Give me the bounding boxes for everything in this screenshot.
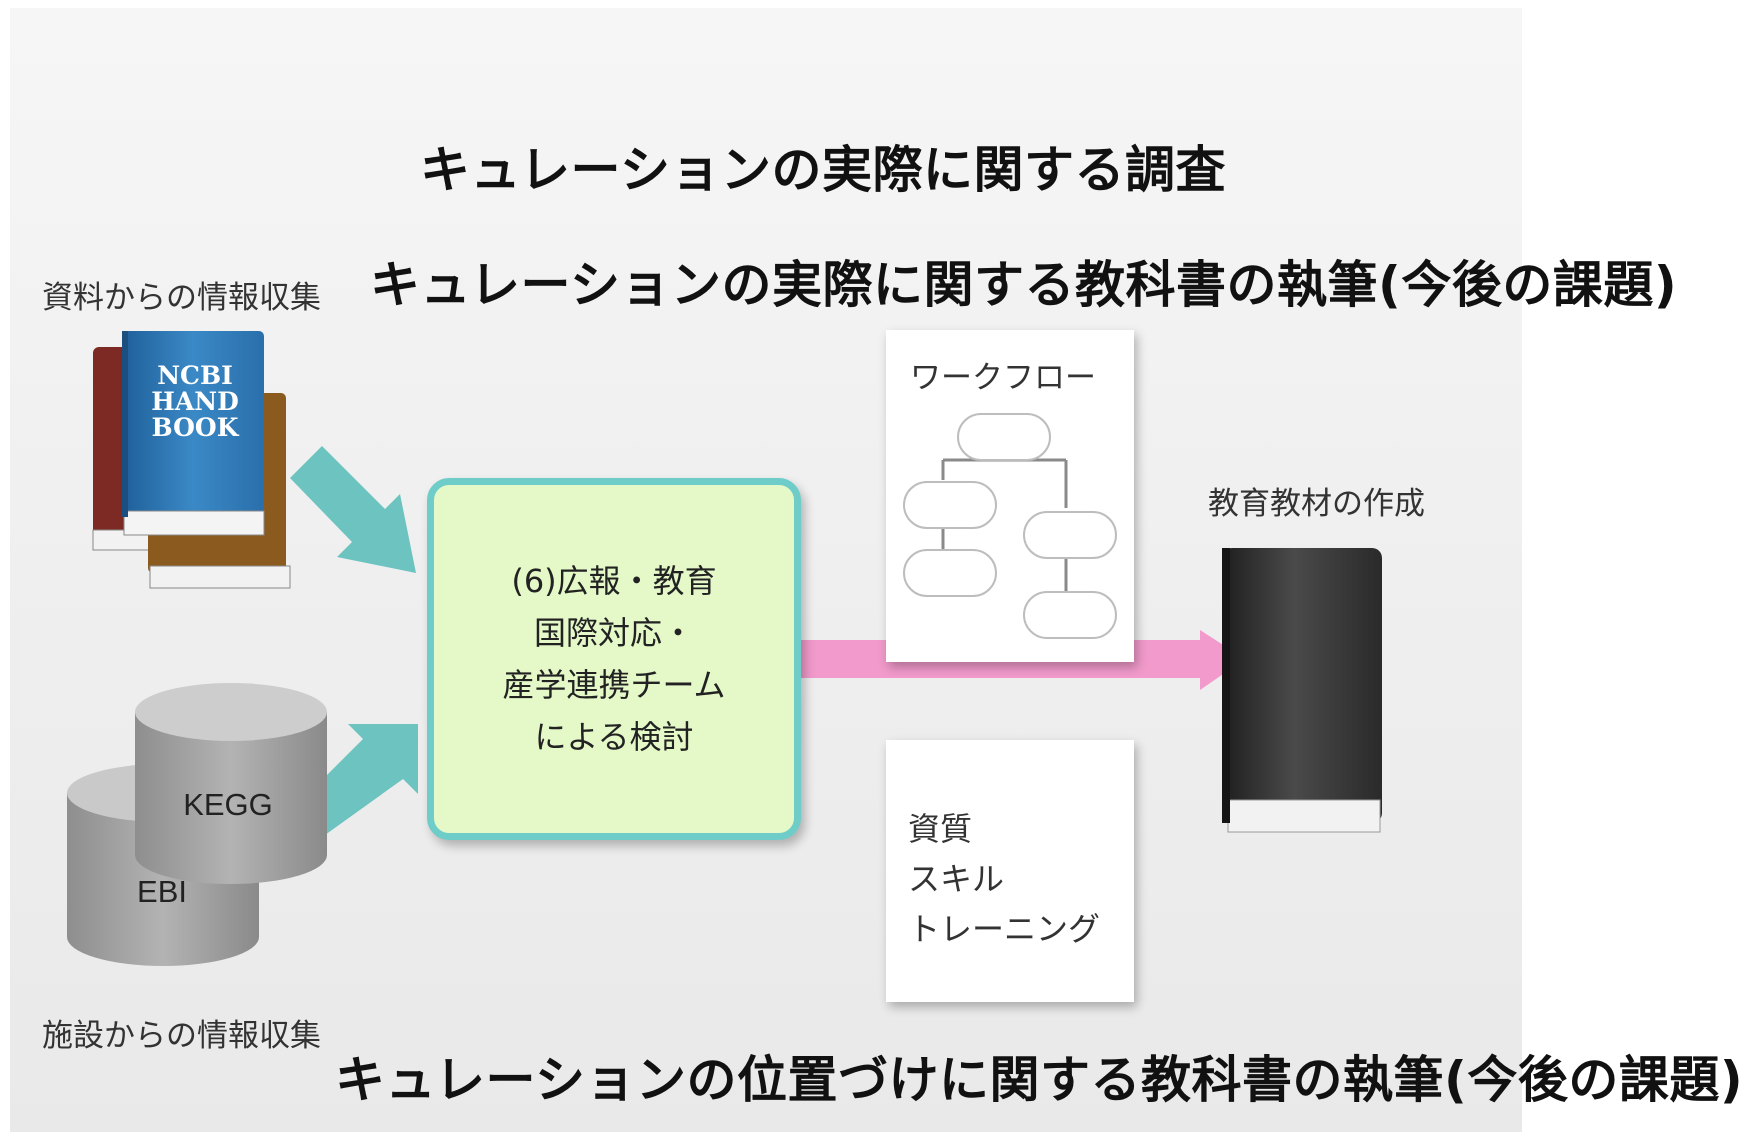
team-line-2: 国際対応・ bbox=[533, 614, 694, 652]
output-label: 教育教材の作成 bbox=[1208, 486, 1425, 522]
skill-item: 資質 bbox=[908, 810, 973, 848]
book-title-line-1: NCBI bbox=[157, 361, 233, 390]
book-stack-icon: NCBI HAND BOOK bbox=[92, 331, 291, 589]
facilities-label: 施設からの情報収集 bbox=[42, 1018, 321, 1054]
book-title-line-3: BOOK bbox=[152, 413, 240, 442]
database-icons: EBI KEGG bbox=[67, 683, 327, 966]
output-book-icon bbox=[1222, 548, 1382, 833]
documents-label: 資料からの情報収集 bbox=[42, 280, 321, 316]
database-kegg-icon: KEGG bbox=[135, 683, 327, 884]
heading-textbook-positioning: キュレーションの位置づけに関する教科書の執筆(今後の課題) bbox=[335, 1051, 1744, 1109]
skills-card: 資質 スキル トレーニング bbox=[886, 740, 1134, 1002]
team-line-3: 産学連携チーム bbox=[502, 666, 726, 704]
arrow-from-documents bbox=[290, 446, 416, 573]
workflow-card: ワークフロー bbox=[886, 330, 1134, 662]
team-line-4: による検討 bbox=[534, 718, 694, 756]
heading-survey: キュレーションの実際に関する調査 bbox=[420, 141, 1226, 199]
team-box: (6)広報・教育 国際対応・ 産学連携チーム による検討 bbox=[427, 478, 801, 840]
skill-item: スキル bbox=[908, 860, 1005, 898]
heading-textbook-practice: キュレーションの実際に関する教科書の執筆(今後の課題) bbox=[370, 256, 1678, 314]
team-line-1: (6)広報・教育 bbox=[511, 562, 717, 600]
workflow-flowchart-icon bbox=[903, 413, 1117, 639]
skill-item: トレーニング bbox=[908, 910, 1101, 948]
database-kegg-label: KEGG bbox=[183, 787, 273, 822]
database-ebi-label: EBI bbox=[137, 874, 187, 909]
workflow-title: ワークフロー bbox=[910, 360, 1096, 396]
book-title-line-2: HAND bbox=[151, 387, 239, 416]
